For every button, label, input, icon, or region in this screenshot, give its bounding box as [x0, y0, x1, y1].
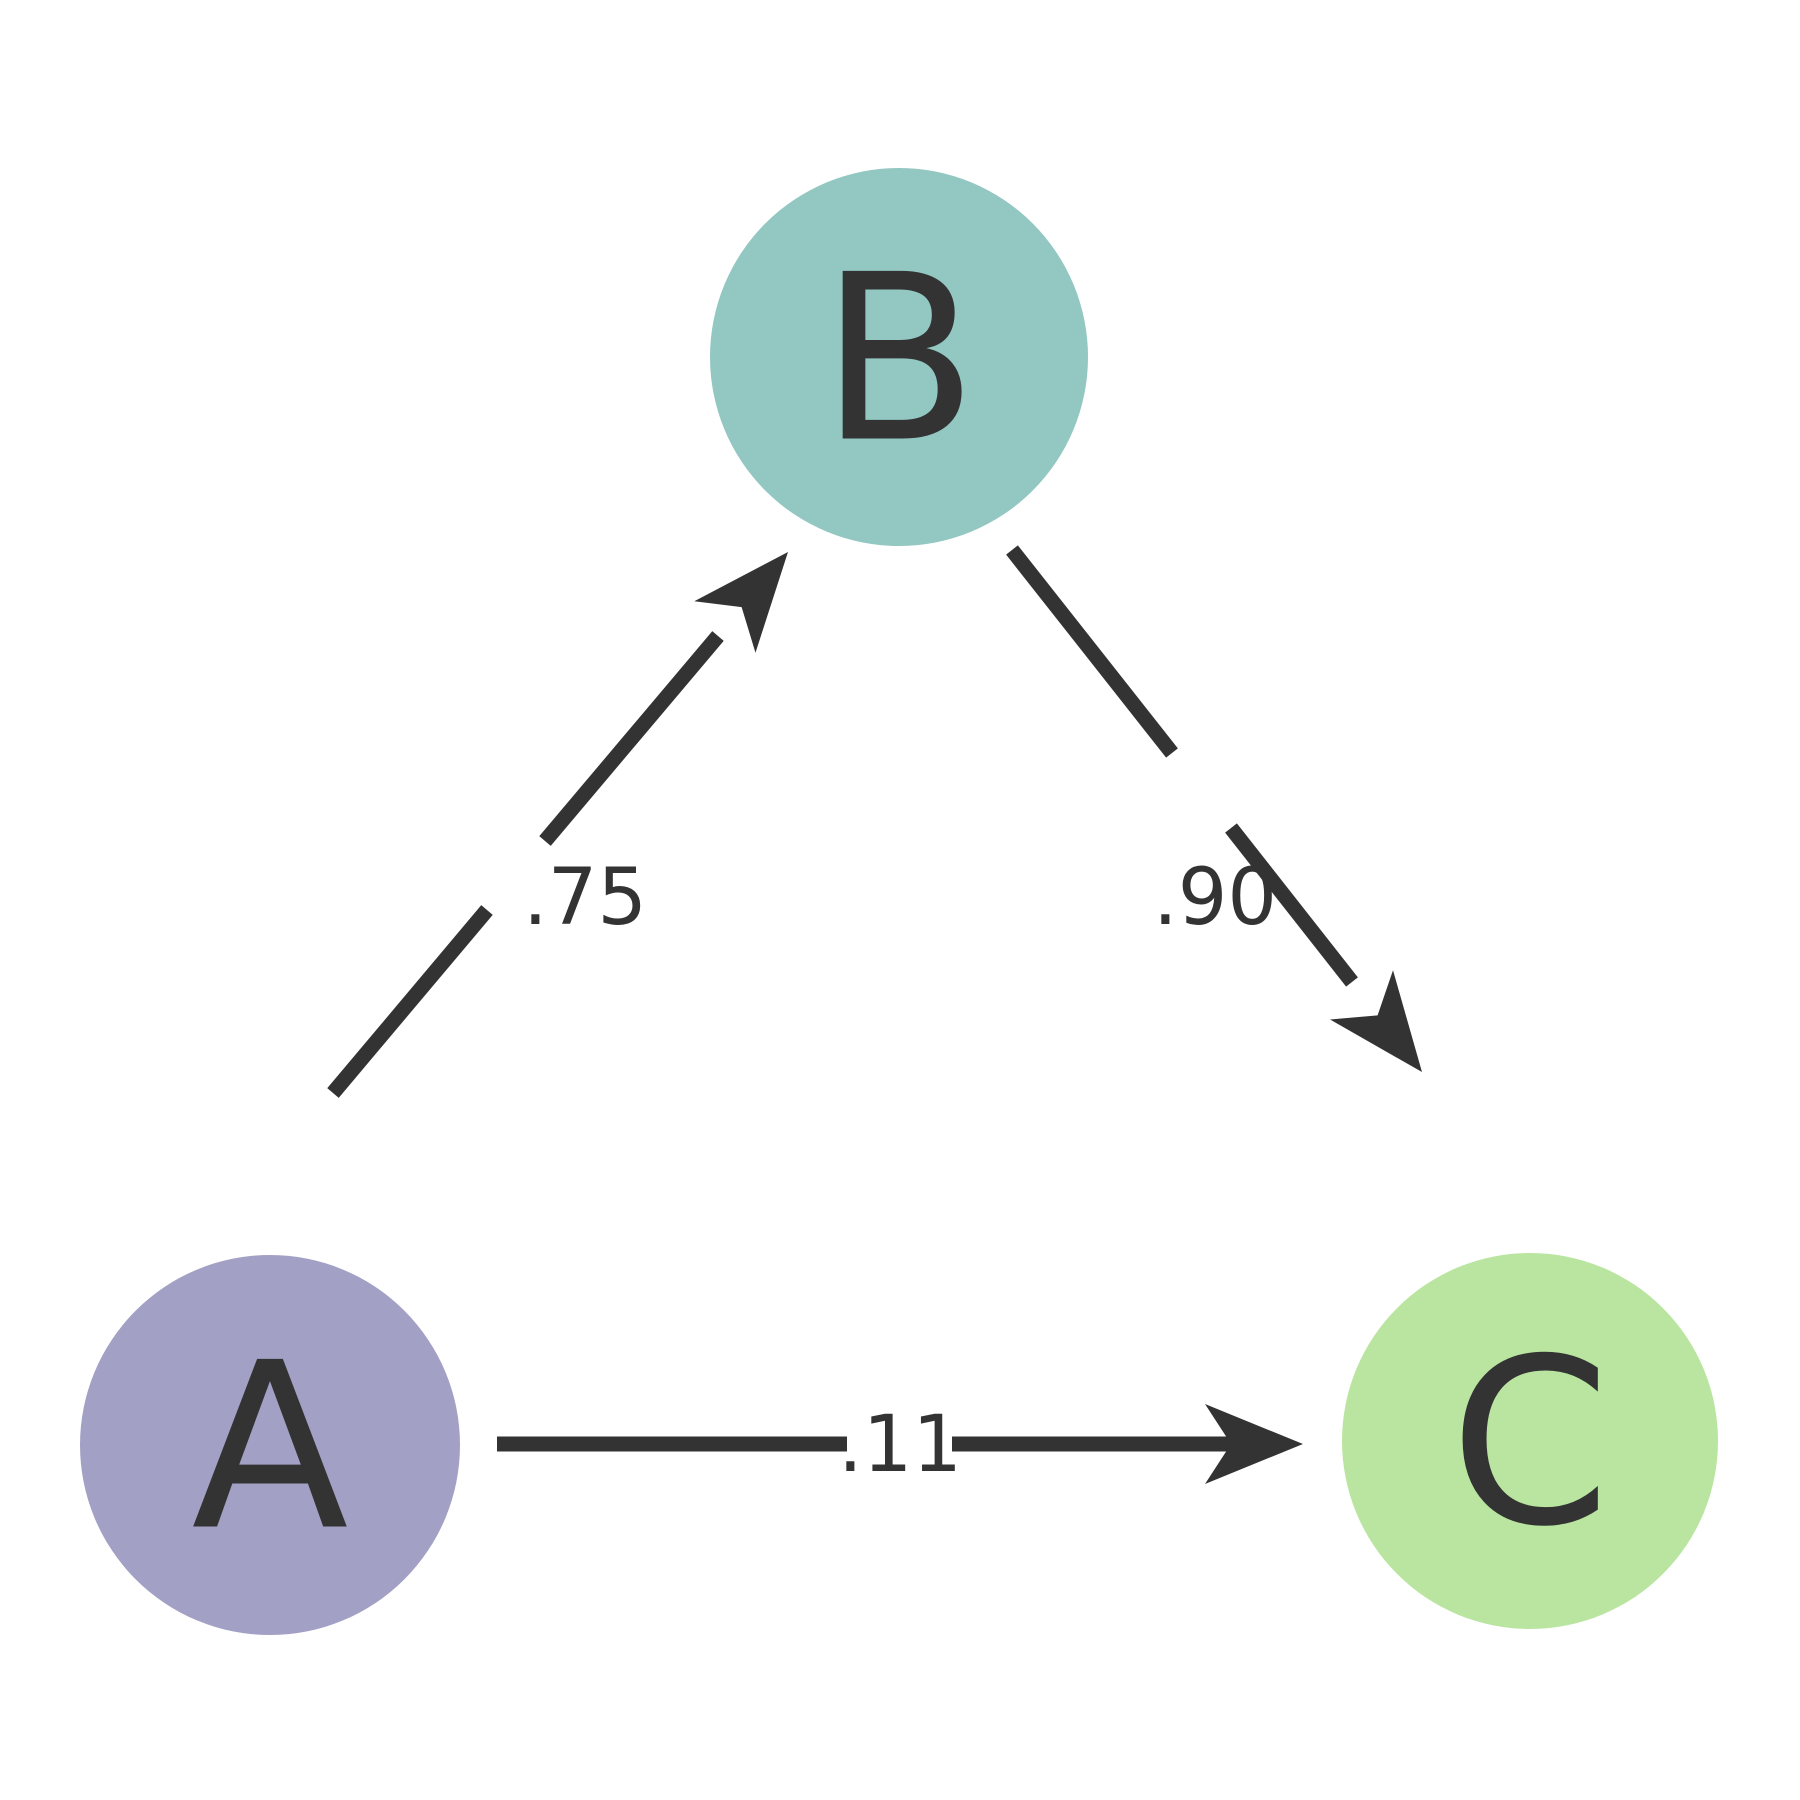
node-b-label: B [820, 227, 978, 494]
edge-b-to-c-line-upper [1006, 545, 1178, 758]
edges-layer: .75 .90 [327, 526, 1453, 1490]
node-b-circle[interactable] [710, 168, 1088, 546]
edge-a-to-c-label: .11 [838, 1400, 962, 1490]
edge-b-to-c-arrowhead [1330, 970, 1422, 1072]
edge-b-to-c-label: .90 [1153, 853, 1277, 943]
node-c-circle[interactable] [1342, 1253, 1718, 1629]
edge-b-to-c-line-lower [1225, 823, 1358, 987]
node-b[interactable]: B [710, 168, 1088, 546]
nodes-layer: B A C [80, 168, 1718, 1635]
node-c[interactable]: C [1342, 1253, 1718, 1629]
edge-a-to-b-line-lower [327, 905, 493, 1098]
edge-a-to-b-arrowhead [694, 552, 788, 653]
edge-a-to-b-label: .75 [523, 853, 647, 943]
node-a[interactable]: A [80, 1255, 460, 1635]
node-a-circle[interactable] [80, 1255, 460, 1635]
edge-a-to-c[interactable]: .11 [497, 1400, 1303, 1490]
node-c-label: C [1450, 1311, 1611, 1578]
node-a-label: A [191, 1315, 348, 1582]
edge-a-to-b-line-upper [539, 631, 724, 846]
edge-a-to-c-arrowhead [1205, 1404, 1303, 1484]
edge-b-to-c[interactable]: .90 [1006, 545, 1453, 1097]
edge-a-to-b[interactable]: .75 [327, 526, 819, 1098]
